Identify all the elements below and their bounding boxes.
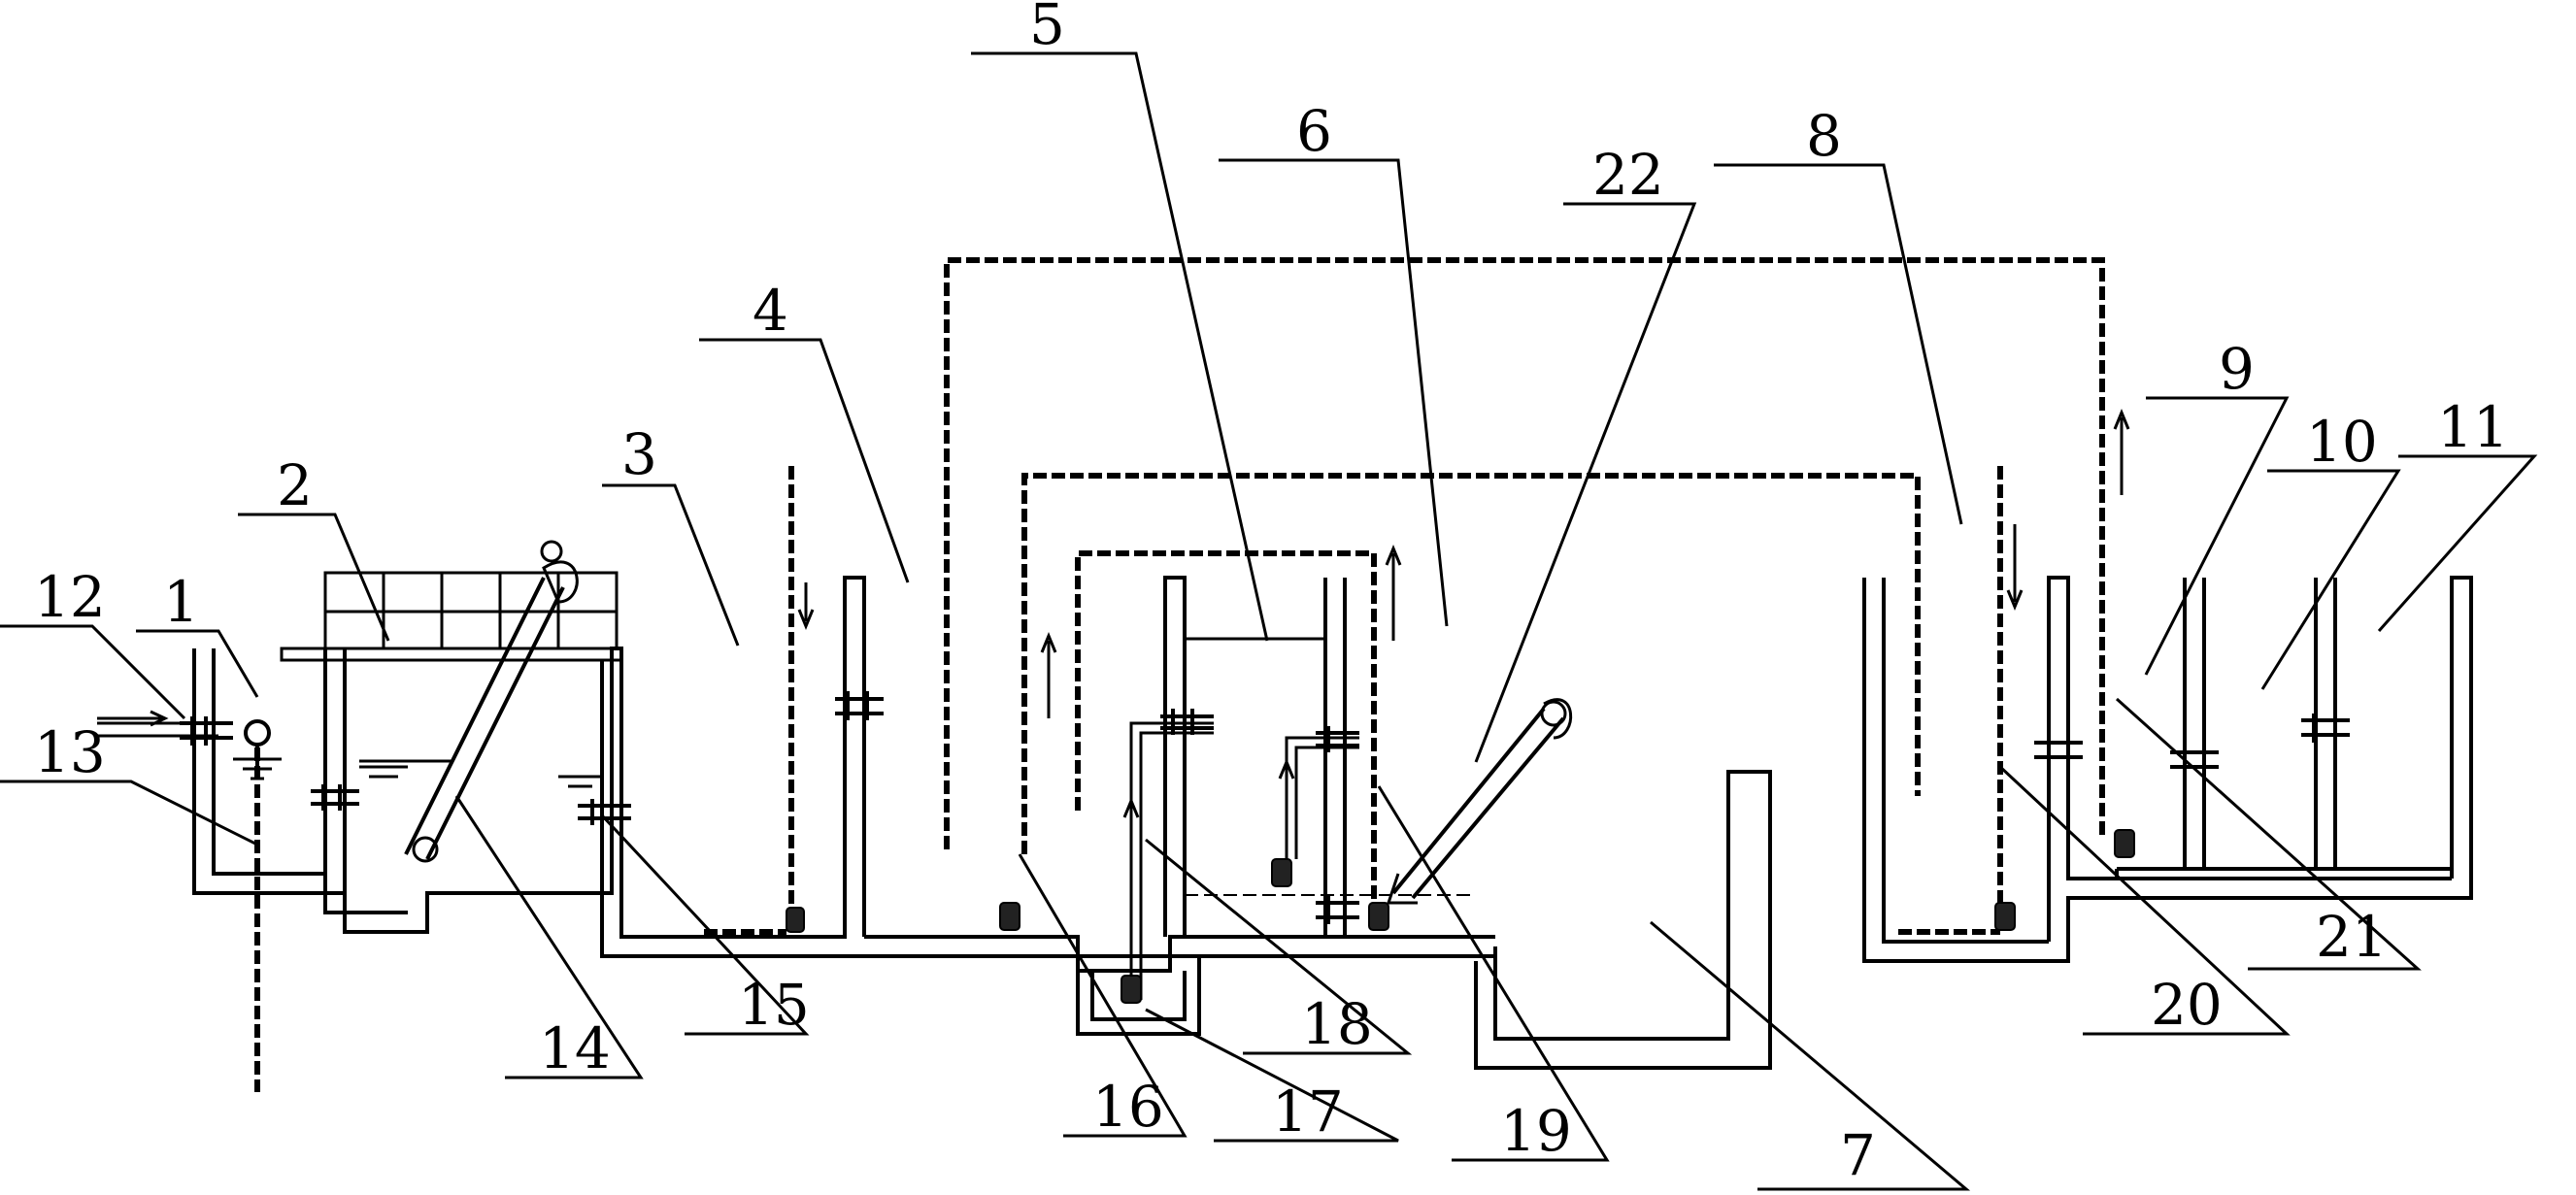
screen-grid: [323, 571, 619, 650]
tank-5-sump: [1076, 956, 1201, 1036]
water-level-marks: [233, 757, 602, 788]
pump-icon: [1271, 858, 1292, 887]
pipe-18: [1129, 721, 1214, 1000]
label-3: 3: [621, 421, 657, 487]
flow-arrows: [97, 409, 2130, 864]
pump-icon: [786, 907, 805, 933]
tank-9-wall: [2047, 576, 2119, 942]
valve-icon: [1316, 895, 1359, 924]
label-8: 8: [1806, 103, 1842, 169]
label-9: 9: [2219, 336, 2255, 402]
label-10: 10: [2306, 409, 2378, 475]
float-sensor: [244, 719, 271, 767]
leader-3: [602, 483, 740, 647]
leader-1: [136, 629, 259, 698]
label-18: 18: [1301, 991, 1373, 1057]
leader-7: [1650, 920, 1971, 1191]
pipes: [97, 257, 2105, 1092]
leader-18: [1145, 838, 1413, 1055]
valves: [180, 691, 2350, 924]
label-11: 11: [2437, 394, 2509, 460]
tank-2-wall: [323, 647, 623, 934]
arrow-up-riser: [1278, 758, 1295, 835]
leader-12: [0, 624, 186, 720]
label-19: 19: [1500, 1098, 1572, 1164]
label-14: 14: [539, 1015, 611, 1081]
leader-5: [971, 51, 1269, 642]
label-5: 5: [1029, 0, 1065, 57]
tank-5-right-wall: [1185, 578, 1495, 939]
valve-icon: [311, 784, 359, 811]
leader-6: [1219, 158, 1449, 627]
label-16: 16: [1092, 1074, 1164, 1140]
labels: 1 2 3 4 5 6 22 8 9 10 11 12 13 14 15 16 …: [34, 0, 2509, 1188]
valve-icon: [2301, 714, 2350, 743]
label-17: 17: [1272, 1079, 1344, 1145]
label-7: 7: [1840, 1122, 1876, 1188]
leader-2: [238, 513, 390, 642]
leader-17: [1145, 1008, 1399, 1143]
leader-22: [1474, 202, 1697, 763]
label-4: 4: [753, 278, 788, 344]
leader-15: [600, 813, 810, 1036]
leader-21: [2115, 697, 2422, 971]
screen-conveyor-right: [1386, 698, 1573, 905]
leader-4: [699, 338, 910, 583]
tank-10-11-divider: [2314, 578, 2337, 871]
label-22: 22: [1592, 142, 1664, 208]
tank-5-wall: [864, 576, 1187, 973]
leader-13: [0, 780, 258, 846]
pump-icon: [1368, 902, 1389, 931]
valve-icon: [180, 716, 233, 746]
arrow-down-tank3: [797, 582, 815, 630]
water-level-icon: [558, 775, 602, 788]
tank-2-deck: [280, 647, 623, 662]
tank-8-wall: [1862, 576, 2473, 963]
leader-20: [1998, 765, 2291, 1036]
tank-7-wall: [1474, 770, 1772, 1070]
pipe-top-long: [944, 257, 2105, 849]
arrow-up-tank6: [1385, 545, 1402, 641]
valve-icon: [835, 691, 884, 720]
arrow-up-tank5: [1040, 632, 1057, 718]
leader-11: [2377, 454, 2538, 632]
pump-icon: [999, 902, 1020, 931]
label-2: 2: [277, 452, 313, 518]
pumps: [786, 829, 2135, 1004]
tank-3-wall: [600, 576, 1497, 958]
screen-conveyor-left: [404, 540, 579, 863]
label-6: 6: [1296, 98, 1332, 164]
arrow-inlet: [97, 710, 169, 727]
valve-icon: [1160, 709, 1214, 735]
label-12: 12: [34, 564, 106, 630]
pipe-19-riser: [1285, 736, 1359, 859]
pipe-inner: [1075, 550, 1377, 913]
arrow-up-tank9: [2113, 409, 2130, 495]
leader-9: [2144, 396, 2290, 676]
arrow-up-tank5b: [1122, 797, 1140, 864]
label-21: 21: [2316, 904, 2388, 970]
tank-1-wall: [192, 648, 347, 895]
label-1: 1: [163, 569, 199, 635]
pump-icon: [2114, 829, 2135, 858]
label-15: 15: [738, 972, 810, 1038]
leader-16: [1018, 853, 1188, 1138]
conveyors: [404, 540, 1573, 905]
pump-icon: [1994, 902, 2016, 931]
label-13: 13: [34, 719, 106, 785]
label-20: 20: [2151, 972, 2223, 1038]
pump-icon: [1121, 975, 1142, 1004]
arrow-down-tank8: [2006, 524, 2024, 611]
tank-9-10-divider: [2183, 578, 2206, 871]
water-level-icon: [359, 759, 452, 779]
leader-10: [2260, 469, 2401, 690]
leader-lines: [0, 51, 2538, 1191]
valve-icon: [2034, 741, 2083, 759]
valve-icon: [1316, 726, 1359, 752]
leader-19: [1377, 785, 1610, 1162]
pipe-middle: [1021, 473, 1921, 854]
leader-14: [454, 795, 644, 1079]
leader-8: [1714, 163, 1963, 525]
